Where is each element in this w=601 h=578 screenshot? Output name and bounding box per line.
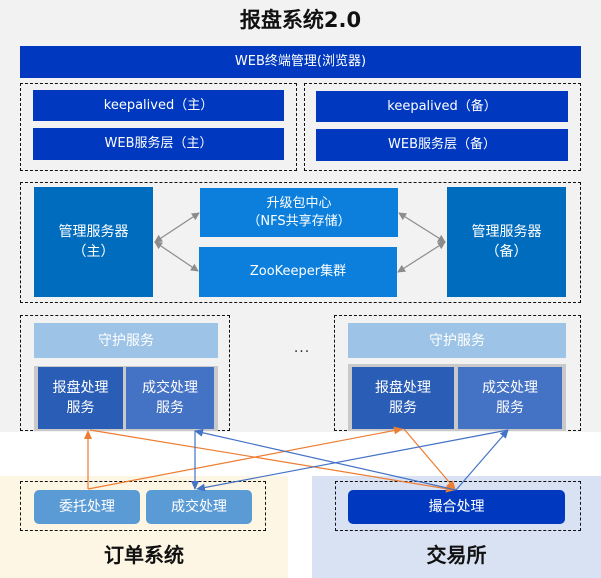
upgrade-package-center: 升级包中心 （NFS共享存储） — [200, 188, 398, 237]
web-terminal-bar: WEB终端管理(浏览器) — [20, 46, 581, 78]
keepalived-primary: keepalived（主） — [33, 90, 284, 121]
keepalived-backup: keepalived（备） — [316, 91, 568, 122]
web-terminal-label: WEB终端管理(浏览器) — [234, 54, 367, 69]
trade-proc-1-line1: 成交处理 — [142, 380, 198, 396]
exchange-label: 交易所 — [426, 543, 487, 567]
web-service-primary: WEB服务层（主） — [33, 128, 284, 160]
management-server-primary: 管理服务器 （主） — [34, 187, 153, 297]
trade-process-service-1: 成交处理 服务 — [126, 367, 214, 429]
trade-proc-1-line2: 服务 — [156, 400, 184, 416]
quote-process-service-2: 报盘处理 服务 — [352, 367, 454, 429]
order-system-label: 订单系统 — [104, 543, 184, 567]
quote-proc-2-line2: 服务 — [389, 400, 417, 416]
mgr-backup-line1: 管理服务器 — [471, 224, 542, 240]
web-service-primary-label: WEB服务层（主） — [104, 136, 213, 151]
keepalived-backup-label: keepalived（备） — [387, 98, 497, 114]
keepalived-primary-label: keepalived（主） — [103, 97, 214, 113]
entrust-process: 委托处理 — [34, 490, 140, 524]
quote-process-service-1: 报盘处理 服务 — [38, 367, 123, 429]
mgr-primary-line1: 管理服务器 — [58, 224, 129, 240]
web-service-backup-label: WEB服务层（备） — [388, 137, 496, 152]
matching-process-label: 撮合处理 — [428, 499, 485, 515]
guard-service-2: 守护服务 — [348, 323, 566, 358]
management-server-backup: 管理服务器 （备） — [447, 187, 566, 297]
zookeeper-cluster: ZooKeeper集群 — [199, 247, 397, 297]
trade-proc-2-line2: 服务 — [496, 400, 524, 416]
more-nodes-ellipsis: ··· — [293, 344, 311, 360]
guard-service-2-label: 守护服务 — [429, 332, 485, 349]
zookeeper-label: ZooKeeper集群 — [249, 264, 347, 279]
mgr-primary-line2: （主） — [72, 244, 115, 260]
order-trade-process: 成交处理 — [146, 490, 252, 524]
entrust-process-label: 委托处理 — [59, 499, 115, 515]
web-service-backup: WEB服务层（备） — [316, 129, 568, 161]
mgr-backup-line2: （备） — [485, 244, 528, 260]
quote-proc-1-line2: 服务 — [66, 400, 95, 416]
order-trade-process-label: 成交处理 — [171, 499, 227, 515]
matching-process: 撮合处理 — [348, 490, 565, 524]
trade-process-service-2: 成交处理 服务 — [458, 367, 562, 429]
web-layer-primary-group — [20, 83, 297, 171]
upgrade-center-line2: （NFS共享存储） — [247, 213, 351, 229]
management-group — [20, 182, 581, 303]
trade-proc-2-line1: 成交处理 — [482, 380, 538, 396]
guard-service-1: 守护服务 — [34, 323, 218, 358]
quote-proc-1-line1: 报盘处理 — [52, 380, 109, 396]
quote-proc-2-line1: 报盘处理 — [375, 380, 431, 396]
guard-service-1-label: 守护服务 — [98, 332, 154, 349]
diagram-title: 报盘系统2.0 — [239, 8, 362, 32]
web-layer-backup-group — [304, 83, 581, 171]
upgrade-center-line1: 升级包中心 — [266, 195, 332, 211]
